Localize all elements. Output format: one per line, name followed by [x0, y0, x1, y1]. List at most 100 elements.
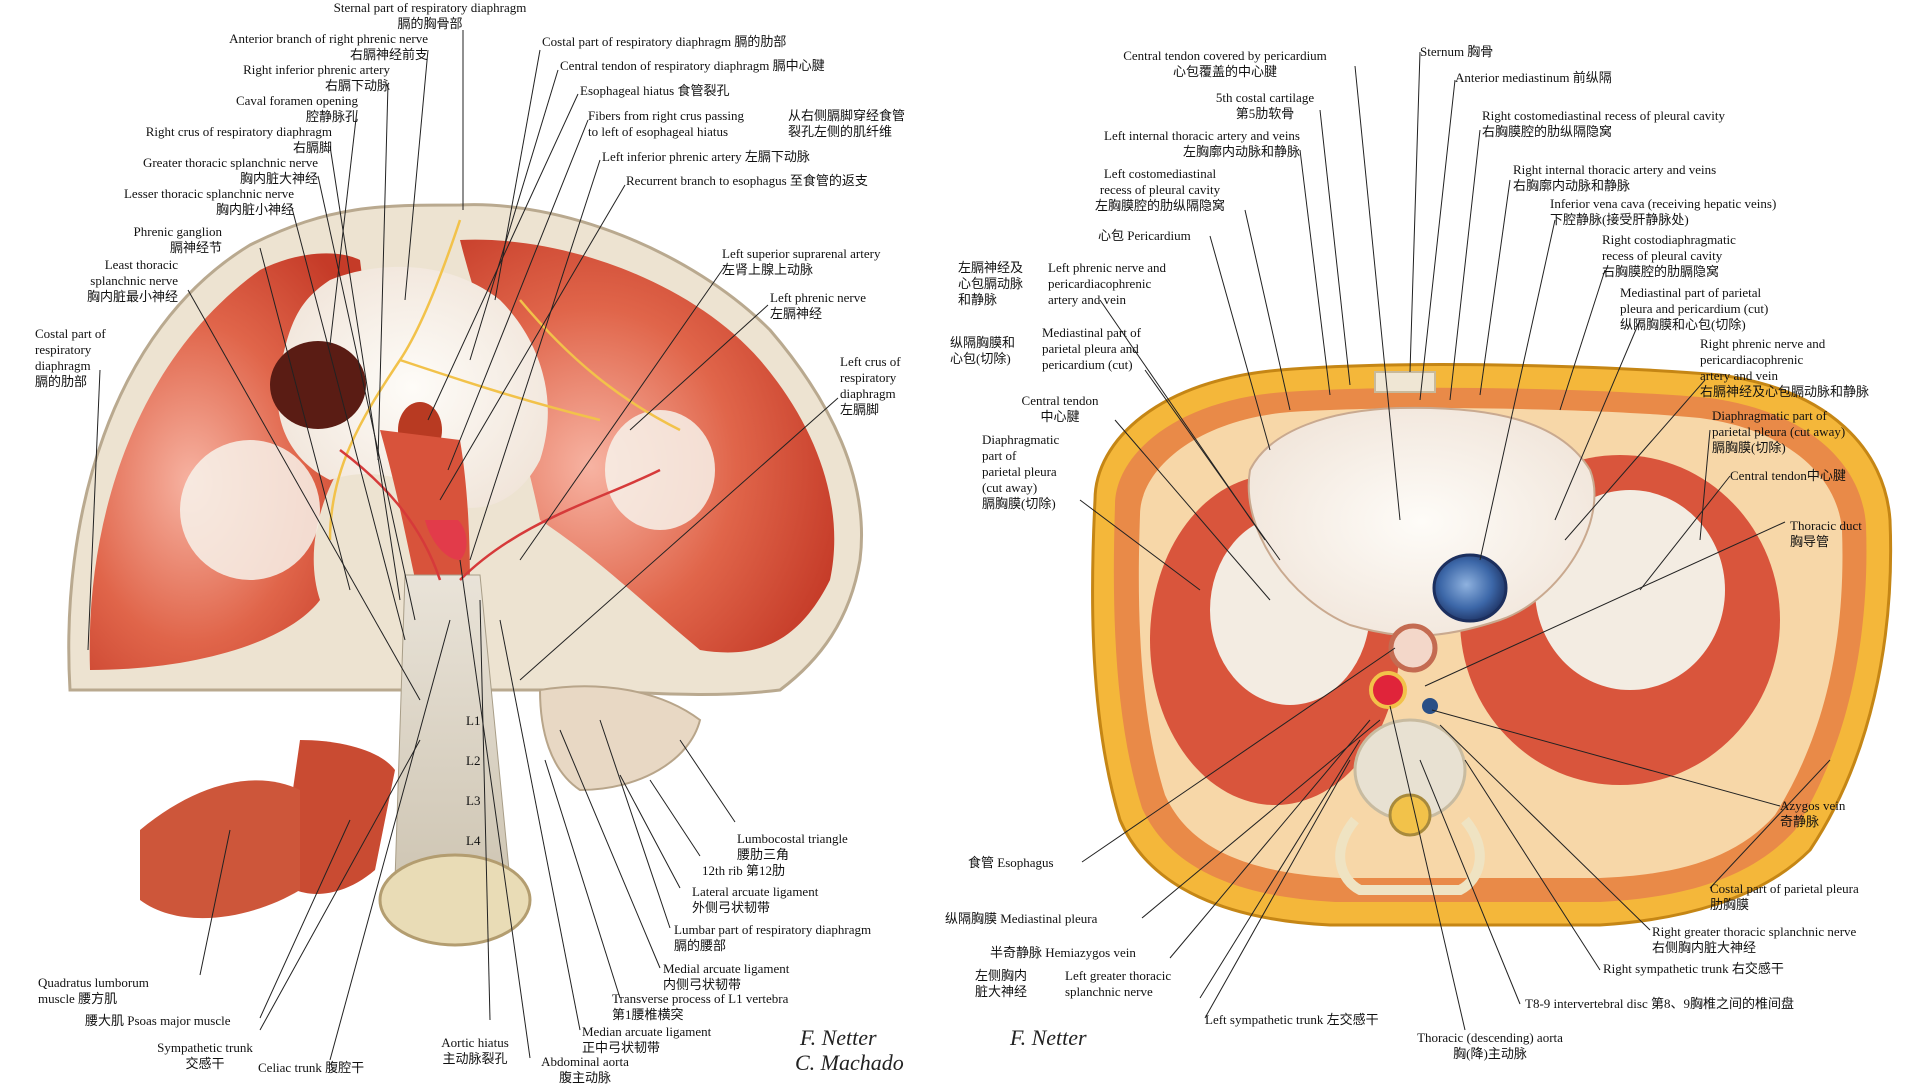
label-mediastinal-parietal-cn: 纵隔胸膜和 心包(切除): [950, 335, 1016, 366]
label-central-tendon: Central tendon of respiratory diaphragm …: [560, 58, 825, 73]
label-phrenic-ganglion: Phrenic ganglion 膈神经节: [133, 224, 222, 255]
label-sternal-part: Sternal part of respiratory diaphragm 膈的…: [333, 0, 527, 31]
leader-lumbocostal: [679, 739, 736, 823]
leader-left-costomediastinal: [1244, 209, 1291, 411]
pericardium-dome: [1247, 406, 1596, 637]
quadratus-lumborum: [140, 780, 300, 919]
leader-rib12: [649, 779, 701, 857]
leader-right-internal-thoracic: [1479, 179, 1511, 396]
leader-abdominal-aorta: [459, 559, 531, 1059]
leader-left-greater-splanchnic: [1199, 739, 1361, 999]
label-costal-part-left: Costal part of respiratory diaphragm 膈的肋…: [35, 326, 106, 389]
level-l1: L1: [466, 713, 480, 728]
label-right-internal-thoracic: Right internal thoracic artery and veins…: [1513, 162, 1717, 193]
level-l3: L3: [466, 793, 480, 808]
label-left-crus: Left crus of respiratory diaphragm 左膈脚: [840, 354, 901, 417]
label-diaphragmatic-left: Diaphragmatic part of parietal pleura (c…: [982, 432, 1060, 511]
inferior-vena-cava: [1432, 553, 1508, 623]
leader-least-splanchnic: [187, 289, 421, 701]
leader-central-tendon-pericardium: [1354, 65, 1401, 521]
level-l2: L2: [466, 753, 480, 768]
vertebral-body-cut: [378, 853, 532, 947]
right-section-view: F. Netter: [1009, 363, 1893, 1050]
signature-netter-left: F. Netter: [799, 1025, 877, 1050]
label-central-tendon-right: Central tendon中心腱: [1730, 468, 1846, 483]
vertebral-arch: [1335, 816, 1485, 895]
leader-sternum: [1409, 51, 1421, 373]
thoracic-aorta-section: [1369, 671, 1407, 709]
label-central-tendon-left: Central tendon 中心腱: [1021, 393, 1099, 424]
leader-5th-cartilage: [1319, 109, 1351, 386]
label-12th-rib: 12th rib 第12肋: [702, 863, 786, 878]
leader-psoas: [259, 819, 351, 1019]
label-fibers-right-crus-cn: 从右侧膈脚穿经食管 裂孔左侧的肌纤维: [788, 108, 906, 139]
leader-costal-left: [87, 369, 101, 651]
label-thoracic-duct: Thoracic duct 胸导管: [1790, 518, 1862, 549]
esophagus-section: [1388, 623, 1438, 673]
label-right-crus: Right crus of respiratory diaphragm 右膈脚: [145, 124, 332, 155]
leader-lumbar-part: [599, 719, 671, 929]
level-l4: L4: [466, 833, 481, 848]
left-diaphragm-view: L1 L2 L3 L4 F. Netter C. Machado: [67, 203, 904, 1075]
leader-greater-splanchnic: [317, 175, 416, 621]
leader-medial-arcuate: [559, 729, 661, 969]
label-right-phrenic: Right phrenic nerve and pericardiacophre…: [1700, 336, 1870, 399]
leader-central-tendon-right: [1639, 475, 1731, 591]
leader-mediastinal-cut-left: [1144, 369, 1281, 561]
leader-left-inf-phrenic: [469, 159, 601, 561]
leader-caval: [329, 109, 358, 346]
label-quadratus-lumborum: Quadratus lumborum muscle 腰方肌: [38, 975, 149, 1006]
leader-thoracic-duct: [1424, 521, 1786, 687]
label-psoas-major: 腰大肌 Psoas major muscle: [85, 1013, 231, 1028]
label-mediastinal-pleura: 纵隔胸膜 Mediastinal pleura: [945, 911, 1098, 926]
signature-netter-right: F. Netter: [1009, 1025, 1087, 1050]
leader-hemiazygos: [1169, 719, 1371, 959]
label-ivc: Inferior vena cava (receiving hepatic ve…: [1550, 196, 1777, 227]
leader-diaphragmatic-right: [1699, 429, 1711, 541]
phrenic-nerves: [328, 219, 681, 541]
label-left-sup-suprarenal: Left superior suprarenal artery 左肾上腺上动脉: [722, 246, 881, 277]
signature-machado: C. Machado: [795, 1050, 904, 1075]
label-right-costodiaphragmatic: Right costodiaphragmatic recess of pleur…: [1602, 232, 1736, 279]
label-right-greater-splanchnic: Right greater thoracic splanchnic nerve …: [1652, 924, 1857, 955]
leader-right-inf-phrenic: [377, 83, 389, 461]
leader-celiac: [329, 619, 451, 1061]
leader-anterior-mediastinum: [1419, 79, 1456, 401]
leader-central-tendon-left: [1114, 419, 1271, 601]
leader-right-sympathetic: [1464, 759, 1601, 971]
label-caval-foramen: Caval foramen opening 腔静脉孔: [235, 93, 358, 124]
label-5th-costal-cartilage: 5th costal cartilage 第5肋软骨: [1215, 90, 1315, 121]
leader-right-crus: [329, 145, 401, 601]
leader-lesser-splanchnic: [291, 207, 406, 641]
leader-mediastinal-pleura: [1141, 719, 1381, 919]
leader-right-costodiaphragmatic: [1559, 269, 1606, 411]
leader-left-crus: [519, 397, 839, 681]
leader-t89: [1419, 759, 1521, 1005]
leader-esophageal-hiatus: [427, 93, 579, 421]
leader-phrenic-ganglion: [259, 247, 351, 591]
leader-diaphragmatic-left: [1079, 499, 1201, 591]
leader-transverse: [544, 759, 621, 999]
label-left-costomediastinal: Left costomediastinal recess of pleural …: [1094, 166, 1225, 213]
label-left-phrenic-cn: 左膈神经及 心包膈动脉 和静脉: [958, 260, 1024, 307]
leader-azygos: [1431, 709, 1781, 807]
label-recurrent-branch: Recurrent branch to esophagus 至食管的返支: [626, 173, 868, 188]
label-lumbocostal-triangle: Lumbocostal triangle 腰肋三角: [737, 831, 848, 862]
label-mediastinal-parietal-en: Mediastinal part of parietal pleura and …: [1042, 325, 1141, 372]
leader-suprarenal: [519, 265, 726, 561]
label-ant-branch-phrenic: Anterior branch of right phrenic nerve 右…: [229, 31, 428, 62]
label-esophageal-hiatus: Esophageal hiatus 食管裂孔: [580, 83, 730, 98]
label-anterior-mediastinum: Anterior mediastinum 前纵隔: [1455, 70, 1612, 85]
label-right-inf-phrenic: Right inferior phrenic artery 右膈下动脉: [243, 62, 390, 93]
label-left-inf-phrenic: Left inferior phrenic artery 左膈下动脉: [602, 149, 810, 164]
leader-right-phrenic: [1564, 379, 1706, 541]
label-thoracic-aorta: Thoracic (descending) aorta 胸(降)主动脉: [1417, 1030, 1563, 1061]
sternum: [1374, 371, 1436, 393]
label-sympathetic-trunk: Sympathetic trunk 交感干: [157, 1040, 253, 1071]
leader-lateral-arcuate: [619, 774, 681, 889]
leader-pericardium: [1209, 235, 1271, 451]
diaphragm-crura: [380, 430, 470, 600]
leader-recurrent: [439, 184, 626, 501]
psoas-muscle: [280, 740, 395, 894]
